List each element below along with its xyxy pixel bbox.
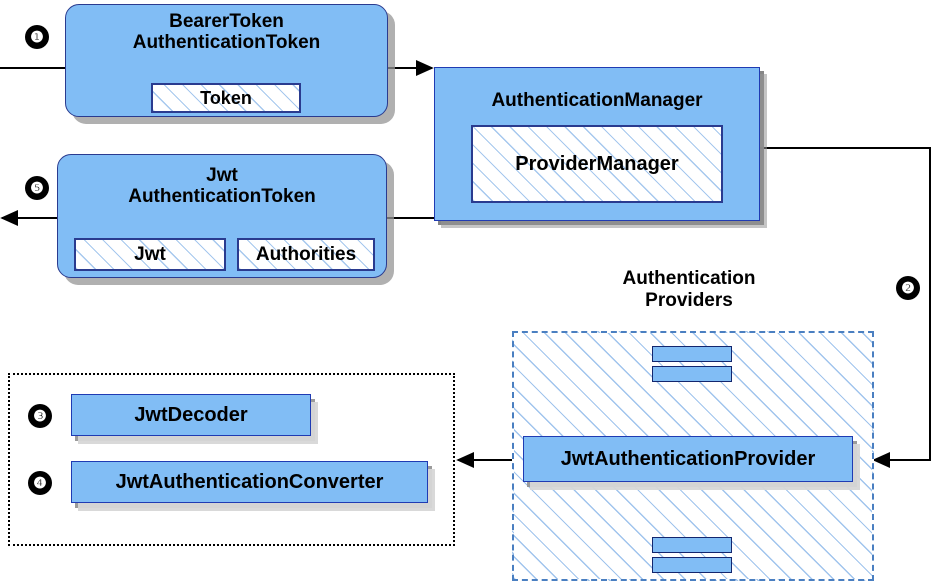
jwt-token-field-jwt-label: Jwt [134, 243, 166, 265]
jwt-support-group-container [8, 373, 455, 546]
jwt-decoder-label: JwtDecoder [134, 403, 248, 426]
provider-bar-top-2[interactable] [652, 366, 732, 382]
authentication-manager-field-provider-manager: ProviderManager [471, 125, 723, 203]
badge-step-5: ❺ [25, 176, 49, 200]
jwt-authentication-token-card-title: Jwt AuthenticationToken [128, 165, 316, 208]
jwt-token-field-authorities: Authorities [237, 238, 375, 271]
jwt-authentication-converter-bar[interactable]: JwtAuthenticationConverter [71, 461, 428, 503]
jwt-decoder-bar[interactable]: JwtDecoder [71, 394, 311, 436]
bearer-token-field-token: Token [151, 83, 301, 113]
jwt-token-field-authorities-label: Authorities [255, 243, 357, 265]
badge-step-1: ❶ [25, 25, 49, 49]
provider-bar-bottom-2[interactable] [652, 557, 732, 573]
provider-manager-label: ProviderManager [515, 152, 679, 175]
authentication-manager-title: AuthenticationManager [491, 90, 703, 111]
badge-step-3: ❸ [28, 404, 52, 428]
jwt-token-field-jwt: Jwt [74, 238, 226, 271]
provider-bar-bottom-1[interactable] [652, 537, 732, 553]
bearer-token-field-token-label: Token [200, 87, 252, 108]
provider-bar-top-1[interactable] [652, 346, 732, 362]
bearer-token-card-title: BearerToken AuthenticationToken [132, 11, 321, 54]
bearer-token-authentication-token-card[interactable]: BearerToken AuthenticationToken Token [65, 4, 388, 117]
jwt-authentication-provider-bar[interactable]: JwtAuthenticationProvider [523, 436, 853, 482]
badge-step-4: ❹ [28, 471, 52, 495]
authentication-manager-card[interactable]: AuthenticationManager ProviderManager [434, 67, 760, 221]
jwt-authentication-provider-label: JwtAuthenticationProvider [560, 447, 816, 470]
jwt-authentication-converter-label: JwtAuthenticationConverter [115, 470, 384, 493]
authentication-providers-title: Authentication Providers [622, 268, 756, 311]
badge-step-2: ❷ [896, 276, 920, 300]
